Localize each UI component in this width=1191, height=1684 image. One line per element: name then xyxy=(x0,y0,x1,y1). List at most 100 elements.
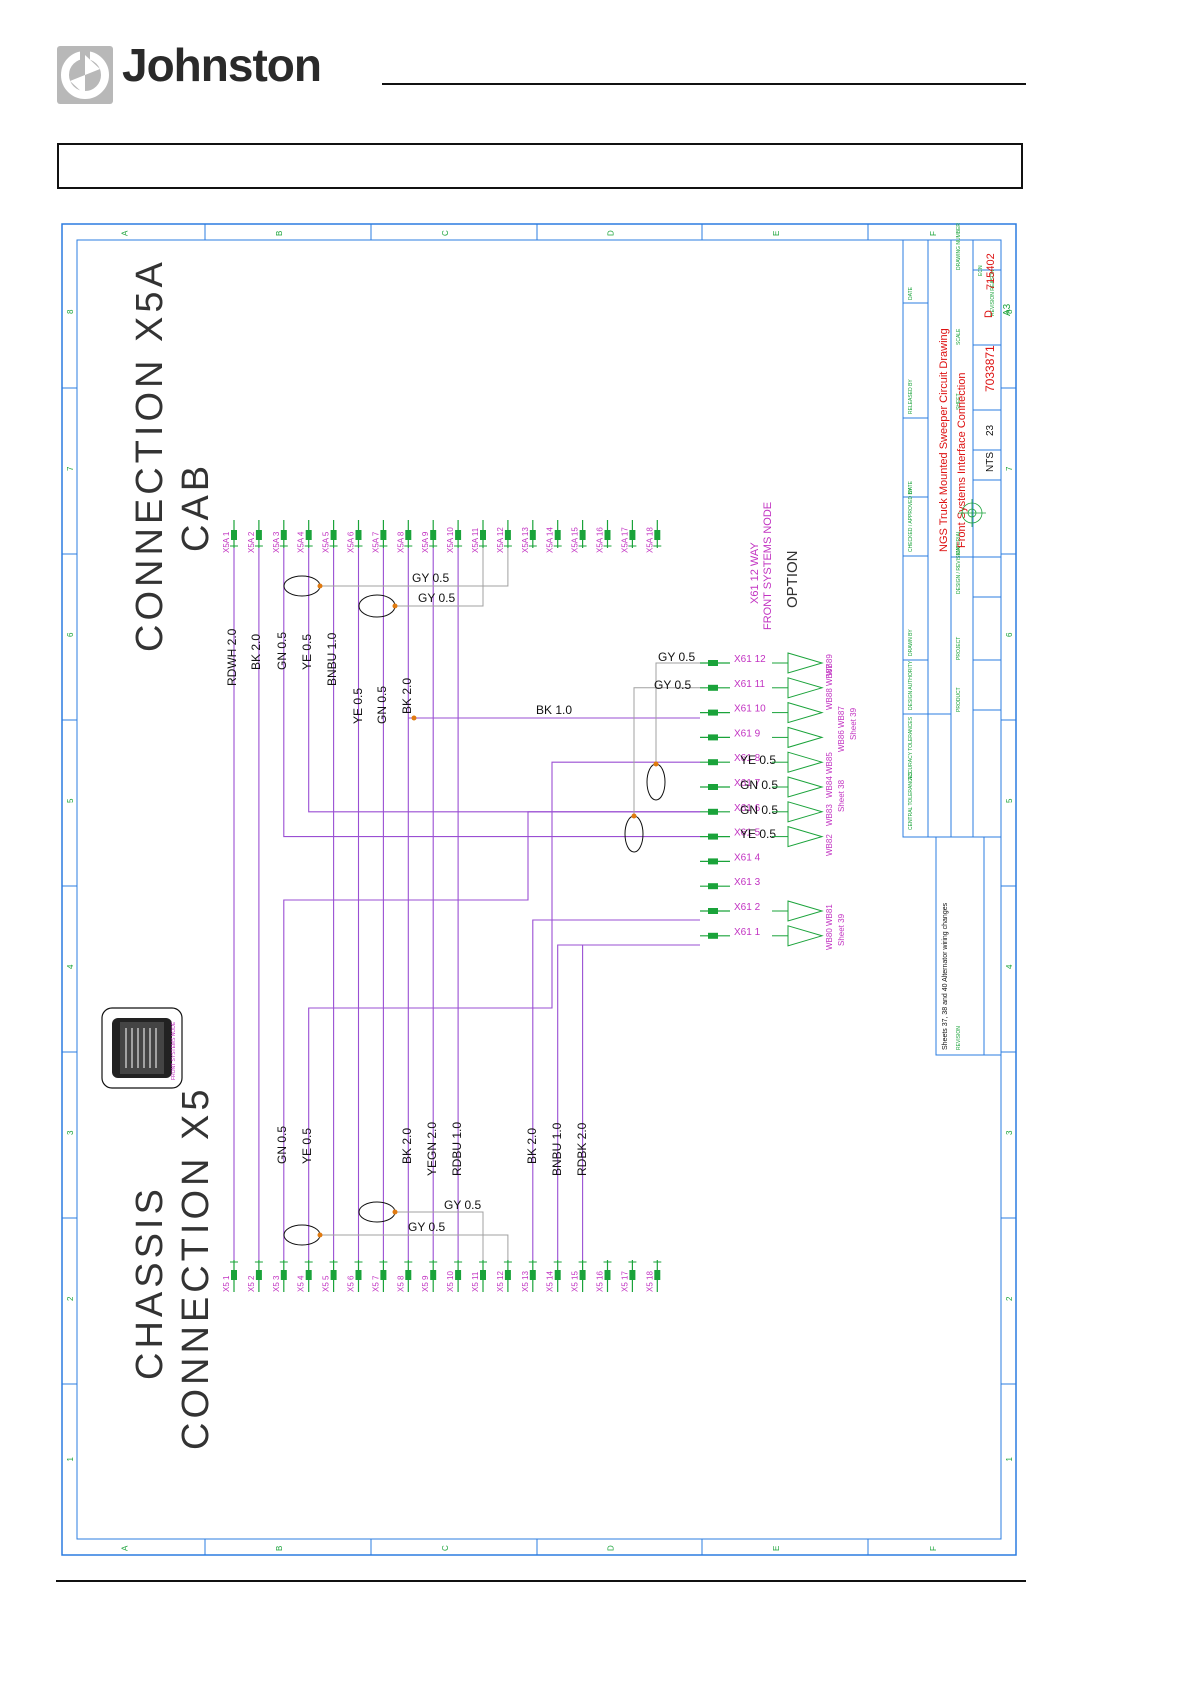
connector-pin-body xyxy=(529,530,536,540)
title-block-label: PROJECT xyxy=(956,637,962,660)
connector-pin-body xyxy=(231,1270,237,1280)
connector-pin-body xyxy=(355,1270,362,1280)
wire-ref: WB84 xyxy=(825,776,834,798)
zone-letter: B xyxy=(275,231,284,236)
wire-ref: WB88 WB87 xyxy=(825,664,834,710)
connector-pin-body xyxy=(280,530,287,540)
connector-pin-label: X5 4 xyxy=(297,1275,306,1292)
connector-pin-body xyxy=(330,1270,337,1280)
wire-ref: Sheet 39 xyxy=(837,913,846,946)
zone-number: 4 xyxy=(66,964,75,969)
twisted-pair-marker xyxy=(358,1201,396,1223)
terminal-triangle xyxy=(787,801,824,823)
wire-label: GN 0.5 xyxy=(375,686,389,724)
header-rule xyxy=(382,83,1026,85)
zone-number: 6 xyxy=(66,632,75,637)
terminal-triangle xyxy=(787,900,824,922)
drawing-number: 7033871 xyxy=(983,345,997,392)
wire xyxy=(308,548,700,813)
connector-pin-label: X5 11 xyxy=(471,1271,480,1292)
terminal-triangle xyxy=(787,751,824,773)
zone-letter: B xyxy=(275,1546,284,1551)
node-subtitle: FRONT SYSTEMS NODE xyxy=(762,502,774,630)
connector-pin-label: X61 6 xyxy=(734,803,761,814)
connector-pin-body xyxy=(579,1270,586,1280)
wire-label: GN 0.5 xyxy=(275,1126,289,1164)
title-block-label: SCALE xyxy=(956,328,962,345)
connector-pin-label: X5 14 xyxy=(546,1271,555,1292)
connector-pin-body xyxy=(708,833,718,840)
connector-pin-label: X61 11 xyxy=(734,679,765,690)
chassis-title: CHASSIS xyxy=(129,1185,171,1380)
connector-pin-label: X5A 8 xyxy=(396,531,405,553)
title-block-label: CHECKED / APPROVED BY xyxy=(908,487,914,552)
connector-pin-body xyxy=(708,883,718,890)
connector-pin-body xyxy=(708,932,718,939)
zone-number: 5 xyxy=(1005,798,1014,803)
title-block xyxy=(902,239,1002,1056)
connector-pin-label: X5 8 xyxy=(396,1275,405,1292)
connector-pin-label: X5 12 xyxy=(496,1271,505,1292)
wire xyxy=(557,944,700,1260)
connector-pin-label: X5A 3 xyxy=(272,531,281,553)
connector-pin-label: X61 1 xyxy=(734,927,761,938)
wire xyxy=(320,548,509,587)
wire-label: YEGN 2.0 xyxy=(425,1122,439,1176)
wire-label: GY 0.5 xyxy=(658,650,695,664)
twisted-pair-marker xyxy=(358,594,396,618)
cab-title: CAB xyxy=(175,462,217,552)
connector-pin-body xyxy=(654,530,661,540)
page-title-box xyxy=(57,143,1023,189)
connector-pin-body xyxy=(355,530,362,540)
zone-letter: E xyxy=(772,231,781,236)
connector-pin-body xyxy=(708,759,718,766)
connector-pin-label: X5A 17 xyxy=(620,527,629,553)
connector-pin-body xyxy=(380,530,387,540)
connector-pin-label: X5A 18 xyxy=(645,527,654,553)
connector-pin-body xyxy=(480,530,486,540)
connector-pin-label: X5A 9 xyxy=(421,531,430,553)
connector-pin-label: X61 9 xyxy=(734,728,761,739)
footer-rule xyxy=(56,1580,1026,1582)
connector-pin-label: X5 13 xyxy=(521,1271,530,1292)
brand-name: Johnston xyxy=(122,39,322,91)
wire-label: BK 2.0 xyxy=(400,1128,414,1164)
sheet-size: A3 xyxy=(1002,303,1013,316)
title-block-label: DESIGN AUTHORITY xyxy=(908,660,914,710)
wire-ref: WB85 xyxy=(825,752,834,774)
title-block-label: REVISION REASON xyxy=(990,269,996,316)
wire xyxy=(283,548,700,838)
connector-pin-body xyxy=(455,1270,462,1280)
terminal-triangle xyxy=(787,726,824,749)
wire xyxy=(655,662,700,764)
connector-pin-label: X5A 2 xyxy=(247,531,256,553)
connector-pin-label: X5 18 xyxy=(645,1271,654,1292)
wire xyxy=(395,1211,484,1260)
wire-label: YE 0.5 xyxy=(300,1128,314,1164)
connector-pin-label: X61 4 xyxy=(734,852,761,863)
title-block-label: DRAWING NUMBER xyxy=(956,223,962,270)
connector-pin-body xyxy=(529,1270,536,1280)
connector-pin-body xyxy=(430,1270,437,1280)
ecn-number: 715402 xyxy=(985,253,997,290)
connector-pin-label: X5 7 xyxy=(371,1275,380,1292)
zone-letter: E xyxy=(772,1546,781,1551)
connector-pin-label: X5A 10 xyxy=(446,527,455,553)
connector-pin-body xyxy=(405,530,412,540)
zone-letter: D xyxy=(607,1545,616,1551)
terminal-triangle xyxy=(787,701,824,724)
wire xyxy=(283,811,700,1260)
twisted-pair-marker xyxy=(283,1224,321,1246)
wire-ref: Sheet 38 xyxy=(837,779,846,812)
wire xyxy=(308,761,700,1260)
connector-pin-body xyxy=(405,1270,412,1280)
wire-ref: WB80 xyxy=(825,928,834,950)
connector-pin-label: X5 17 xyxy=(620,1271,629,1292)
connector-pin-label: X5A 6 xyxy=(347,531,356,553)
zone-number: 5 xyxy=(66,798,75,803)
connector-pin-label: X61 8 xyxy=(734,753,761,764)
connector-pin-body xyxy=(708,709,718,716)
chassis-connection-title: CONNECTION X5 xyxy=(175,1086,217,1450)
connector-pin-label: X5 1 xyxy=(222,1275,231,1292)
